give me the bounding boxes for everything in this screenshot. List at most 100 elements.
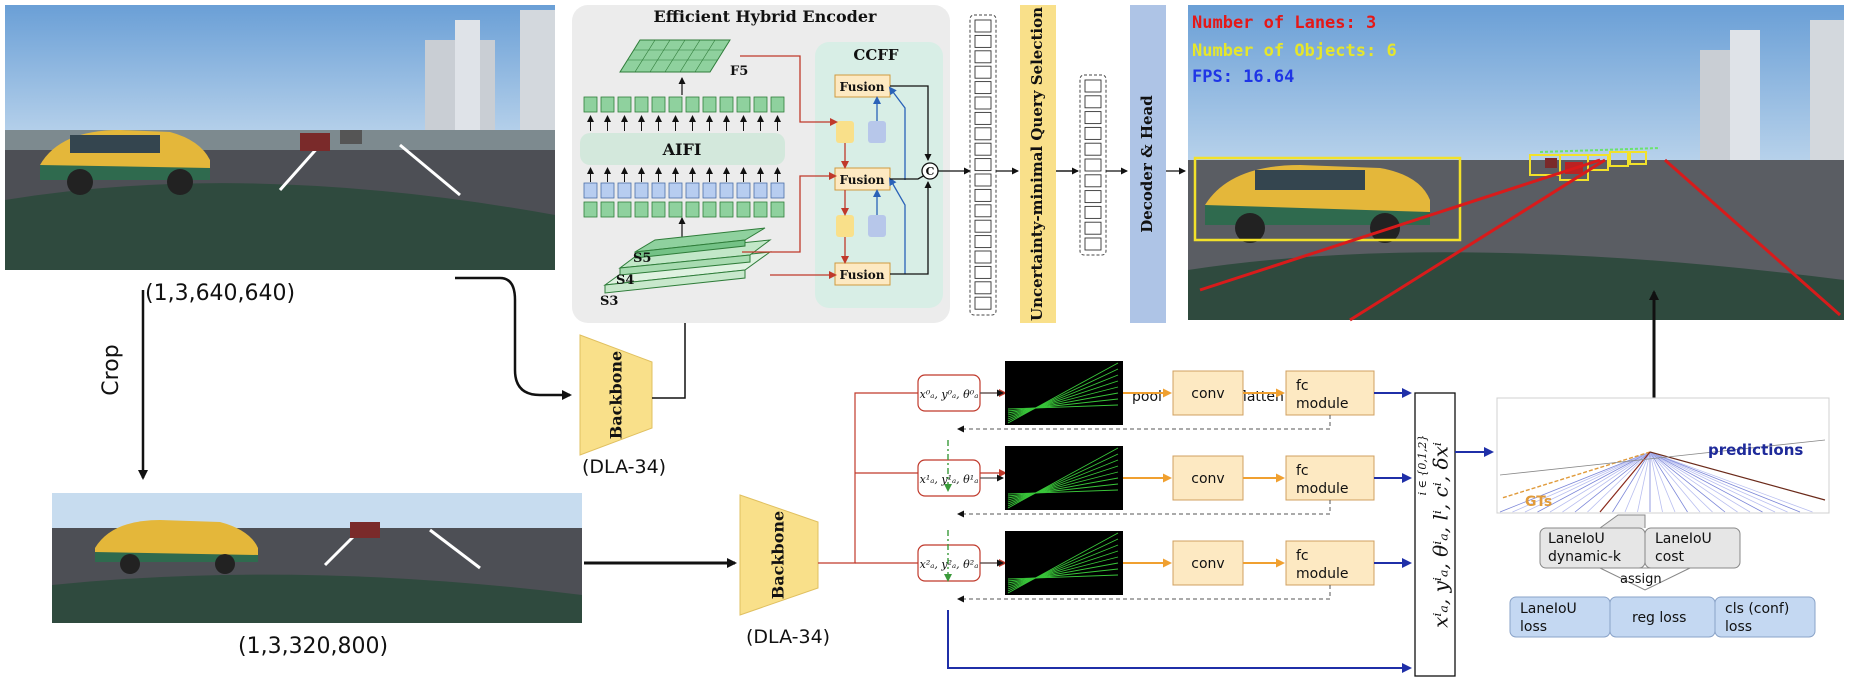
aifi-in-token (685, 201, 700, 218)
anchor-param-label: x⁰ₐ, y⁰ₐ, θ⁰ₐ (920, 388, 979, 401)
prediction-line (1524, 451, 1651, 513)
query-token (974, 219, 992, 233)
detected-taxi (1205, 165, 1430, 243)
anchor-ray (1007, 380, 1119, 418)
aifi-block (580, 133, 785, 165)
f5-label: F5 (730, 64, 748, 79)
aifi-in-token (617, 201, 632, 218)
backbone-top-label: Backbone (607, 351, 626, 439)
anchor-ray (1007, 568, 1119, 582)
overlay-lanes: Number of Lanes: 3 (1192, 13, 1376, 33)
overlay-objects: Number of Objects: 6 (1192, 41, 1397, 61)
anchor-ray (1007, 465, 1119, 503)
query-selection-block (1020, 5, 1056, 323)
aifi-in-token (702, 201, 717, 218)
loss-laneiou-line2: loss (1520, 619, 1547, 635)
fc-label-line2: module (1296, 481, 1348, 497)
taxi-car (40, 130, 210, 195)
anchor-ray (1007, 483, 1119, 497)
fusion-top: Fusion (834, 74, 891, 98)
decoder-head-block (1130, 5, 1166, 323)
dynamic-k-line1: LaneIoU (1548, 531, 1605, 547)
anchor-ray (1007, 477, 1119, 499)
prediction-line (1649, 451, 1663, 513)
anchor-ray (1007, 574, 1119, 580)
prediction-line (1537, 451, 1651, 513)
scale-slabs (603, 227, 772, 294)
fc-label-line1: fc (1296, 463, 1309, 479)
loss-laneiou-line1: LaneIoU (1520, 601, 1577, 617)
conv-label: conv (1191, 556, 1224, 572)
query-token (974, 265, 992, 279)
query-token (974, 111, 992, 125)
aifi-out-token (719, 96, 734, 113)
aifi-pos-token (753, 182, 768, 199)
prediction-line (1612, 451, 1651, 513)
aifi-out-token (617, 96, 632, 113)
prediction-line (1649, 451, 1788, 513)
query-tokens (974, 19, 992, 310)
input-image-640 (5, 5, 555, 270)
anchor-param-label: x²ₐ, y²ₐ, θ²ₐ (920, 558, 979, 571)
encoder-title: Efficient Hybrid Encoder (654, 7, 877, 26)
prediction-line (1649, 451, 1801, 513)
selected-query-token (1084, 95, 1102, 109)
anchor-ray (1007, 392, 1119, 414)
anchor-ray (1007, 398, 1119, 412)
output-formula: xⁱₐ, yⁱₐ, θⁱₐ, lⁱ, cⁱ, δxⁱ (1429, 442, 1453, 628)
concat-symbol: C (926, 165, 935, 178)
aifi-input-tokens (583, 201, 785, 218)
prediction-line (1649, 451, 1738, 513)
selected-query-token (1084, 142, 1102, 156)
query-token (974, 142, 992, 156)
backbone-bottom-model: (DLA-34) (746, 626, 830, 648)
aifi-in-token (753, 201, 768, 218)
lane-iou-cost: LaneIoU cost (1644, 527, 1741, 569)
selected-query-token (1084, 158, 1102, 172)
anchor-param-label: x¹ₐ, y¹ₐ, θ¹ₐ (920, 473, 979, 486)
aifi-pos-token (634, 182, 649, 199)
aifi-in-token (651, 201, 666, 218)
fusion-top-label: Fusion (839, 80, 884, 94)
input-to-backbone-arrow (455, 276, 572, 400)
ccff-connections (740, 55, 932, 279)
lane-iou-dynamic-k: LaneIoU dynamic-k (1539, 527, 1646, 569)
aifi-out-token (770, 96, 785, 113)
crop-label: Crop (99, 344, 124, 395)
aifi-out-token (668, 96, 683, 113)
loss-cls-line1: cls (conf) (1725, 601, 1789, 617)
anchor-direct-arrow (947, 610, 1412, 673)
anchor-ray (1007, 556, 1119, 586)
anchor-ray (1007, 489, 1119, 495)
cropped-input-image (52, 493, 582, 623)
assign-label: assign (1620, 572, 1662, 587)
query-token (974, 65, 992, 79)
aifi-in-token (770, 201, 785, 218)
aifi-pos-token (685, 182, 700, 199)
output-index: i ∈ {0,1,2} (1416, 435, 1429, 496)
query-token (974, 96, 992, 110)
query-token (974, 281, 992, 295)
anchor-ray (1007, 550, 1119, 588)
anchor-ray (1007, 374, 1119, 420)
prediction-line (1649, 451, 1701, 513)
anchor-ray (1007, 453, 1119, 507)
backbone-top-model: (DLA-34) (582, 456, 666, 478)
prediction-line (1649, 451, 1688, 513)
loss-reg: reg loss (1609, 596, 1716, 638)
hybrid-encoder: Efficient Hybrid Encoder F5 AIFI S5 (572, 5, 950, 323)
aifi-output-arrows (587, 115, 781, 131)
anchor-ray (1007, 362, 1119, 424)
gts-label: GTs (1525, 494, 1552, 510)
aifi-position-tokens (583, 182, 785, 199)
ccff-blue-block-1 (868, 121, 886, 143)
detection-output-image (1188, 5, 1844, 322)
fc-label-line2: module (1296, 396, 1348, 412)
aifi-pos-token (651, 182, 666, 199)
prediction-line (1562, 451, 1651, 513)
selected-queries (1084, 79, 1102, 251)
anchor-ray (1007, 532, 1119, 594)
